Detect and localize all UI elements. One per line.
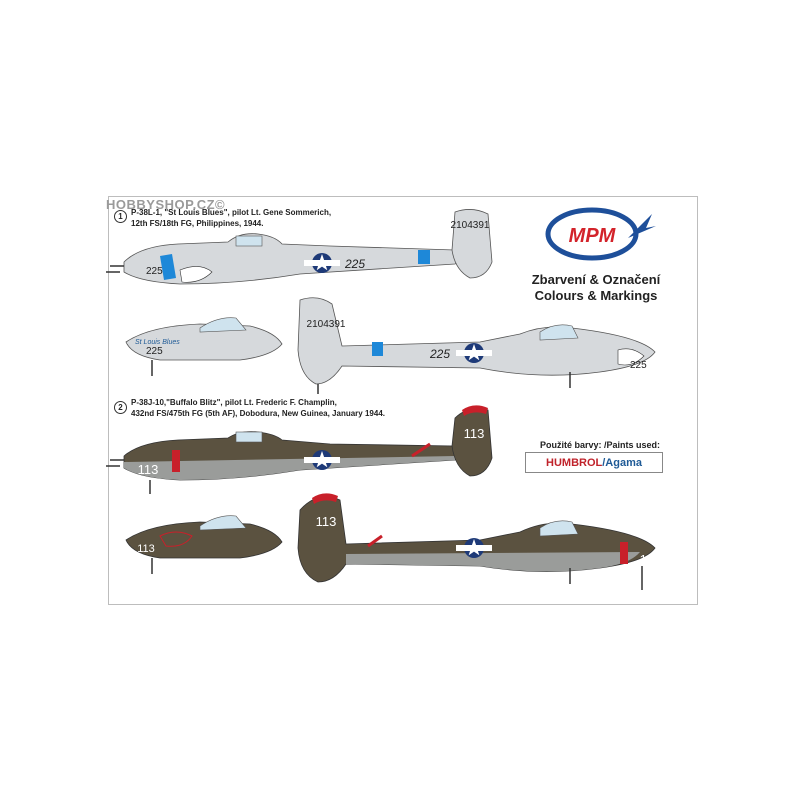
mpm-logo: MPM [545,207,656,261]
scheme-2-nose-code-right: 113 [640,552,661,567]
scheme-2-tail-code-right: 113 [316,514,337,529]
scheme-1-code-right: 225 [429,347,450,361]
scheme-2-caption: P-38J-10,"Buffalo Blitz", pilot Lt. Fred… [131,398,385,419]
scheme-1-profile-left: 225 2104391 225 [106,209,493,285]
title-czech: Zbarvení & Označení [531,272,661,287]
paints-separator: / [602,456,606,469]
scheme-2-nose-code-pod: 113 [137,543,155,555]
logo-text: MPM [569,225,617,247]
scheme-2-profile-right: 113 113 [297,493,661,590]
scheme-1-line-2: 12th FS/18th FG, Philippines, 1944. [131,218,264,228]
scheme-1-number: 1 [114,210,127,223]
scheme-1-caption: P-38L-1, "St Louis Blues", pilot Lt. Gen… [131,208,331,229]
scheme-2-line-1: P-38J-10,"Buffalo Blitz", pilot Lt. Fred… [131,398,337,407]
scheme-1-pod-right: St Louis Blues 225 [125,317,283,376]
scheme-1-tail-serial-right: 2104391 [307,319,346,330]
scheme-2-number: 2 [114,401,127,414]
title-english: Colours & Markings [534,288,658,303]
scheme-1-line-1: P-38L-1, "St Louis Blues", pilot Lt. Gen… [131,208,332,217]
watermark-text: HOBBYSHOP.CZ© [106,197,226,212]
brand-title: Zbarvení & Označení Colours & Markings [506,272,686,304]
scheme-2-profile-left: 113 113 [106,405,493,494]
scheme-1-nose-name: St Louis Blues [135,339,180,346]
scheme-2-tail-code-left: 113 [464,426,485,441]
scheme-1-nose-code-pod: 225 [146,346,163,357]
scheme-1-profile-right: 225 2104391 225 [297,297,656,394]
paints-used-label: Použité barvy: /Paints used: [539,440,661,450]
scheme-1-nose-code-left: 225 [146,266,163,277]
scheme-1-tail-serial-left: 2104391 [451,220,490,231]
scheme-2-pod-right: 113 [125,515,283,574]
scheme-1-code-left: 225 [344,257,365,271]
humbrol-label: HUMBROL [546,456,603,469]
paints-box: HUMBROL/Agama [525,452,663,473]
agama-label: Agama [605,456,642,469]
scheme-2-nose-code-left: 113 [138,462,159,477]
scheme-1-nose-code-right: 225 [630,360,647,371]
scheme-2-line-2: 432nd FS/475th FG (5th AF), Dobodura, Ne… [131,408,385,418]
